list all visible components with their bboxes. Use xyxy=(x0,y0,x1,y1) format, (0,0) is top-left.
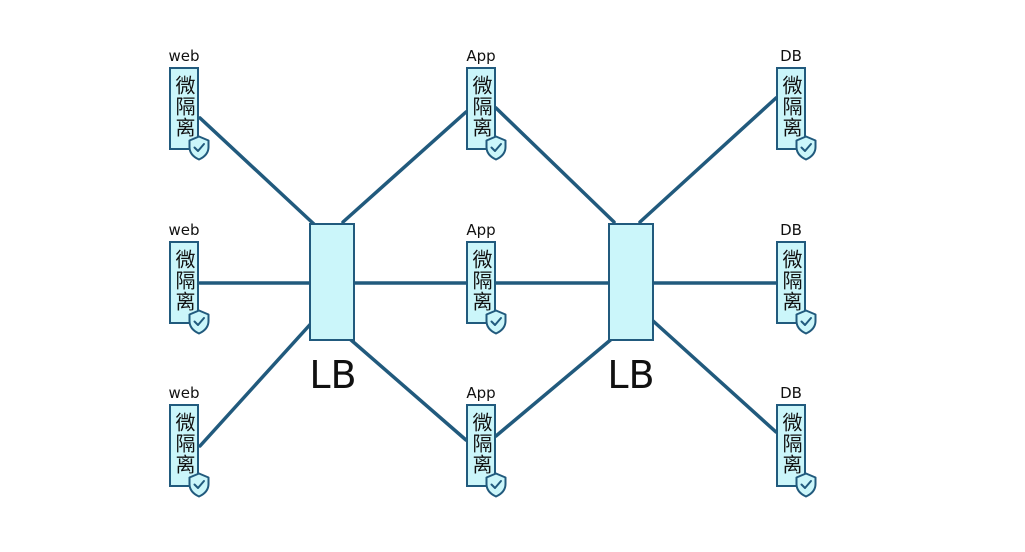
link-app-3-lb-2 xyxy=(494,335,616,438)
shield-check-icon xyxy=(795,472,817,498)
node-label: web xyxy=(168,384,200,402)
load-balancer-1 xyxy=(309,223,355,341)
shield-check-icon xyxy=(188,309,210,335)
link-lb-2-db-3 xyxy=(650,318,778,434)
micro-segmentation-tag: 微隔离 xyxy=(169,404,199,487)
tag-text: 微隔离 xyxy=(172,75,196,138)
shield-check-icon xyxy=(795,135,817,161)
link-web-3-lb-1 xyxy=(198,316,318,448)
shield-check-icon xyxy=(485,309,507,335)
micro-segmentation-tag: 微隔离 xyxy=(776,67,806,150)
link-lb-1-app-3 xyxy=(341,331,468,442)
micro-segmentation-tag: 微隔离 xyxy=(466,241,496,324)
node-label: web xyxy=(168,221,200,239)
micro-segmentation-tag: 微隔离 xyxy=(169,241,199,324)
load-balancer-2-label: LB xyxy=(607,353,655,397)
link-web-1-lb-1 xyxy=(198,116,318,228)
shield-check-icon xyxy=(188,472,210,498)
tag-text: 微隔离 xyxy=(469,412,493,475)
tag-text: 微隔离 xyxy=(469,75,493,138)
node-label: DB xyxy=(780,47,802,65)
node-label: App xyxy=(466,384,496,402)
tag-text: 微隔离 xyxy=(779,75,803,138)
micro-segmentation-tag: 微隔离 xyxy=(776,241,806,324)
micro-segmentation-tag: 微隔离 xyxy=(466,404,496,487)
tag-text: 微隔离 xyxy=(172,412,196,475)
tag-text: 微隔离 xyxy=(779,412,803,475)
shield-check-icon xyxy=(485,472,507,498)
shield-check-icon xyxy=(795,309,817,335)
node-label: DB xyxy=(780,384,802,402)
tag-text: 微隔离 xyxy=(469,249,493,312)
load-balancer-1-label: LB xyxy=(309,353,357,397)
tag-text: 微隔离 xyxy=(779,249,803,312)
tag-text: 微隔离 xyxy=(172,249,196,312)
micro-segmentation-tag: 微隔离 xyxy=(776,404,806,487)
node-label: web xyxy=(168,47,200,65)
micro-segmentation-tag: 微隔离 xyxy=(466,67,496,150)
link-lb-1-app-1 xyxy=(341,110,468,224)
load-balancer-2 xyxy=(608,223,654,341)
link-lb-2-db-1 xyxy=(638,96,778,224)
shield-check-icon xyxy=(485,135,507,161)
link-app-1-lb-2 xyxy=(494,106,616,224)
shield-check-icon xyxy=(188,135,210,161)
micro-segmentation-tag: 微隔离 xyxy=(169,67,199,150)
connection-lines xyxy=(198,96,778,448)
node-label: App xyxy=(466,221,496,239)
node-label: DB xyxy=(780,221,802,239)
node-label: App xyxy=(466,47,496,65)
